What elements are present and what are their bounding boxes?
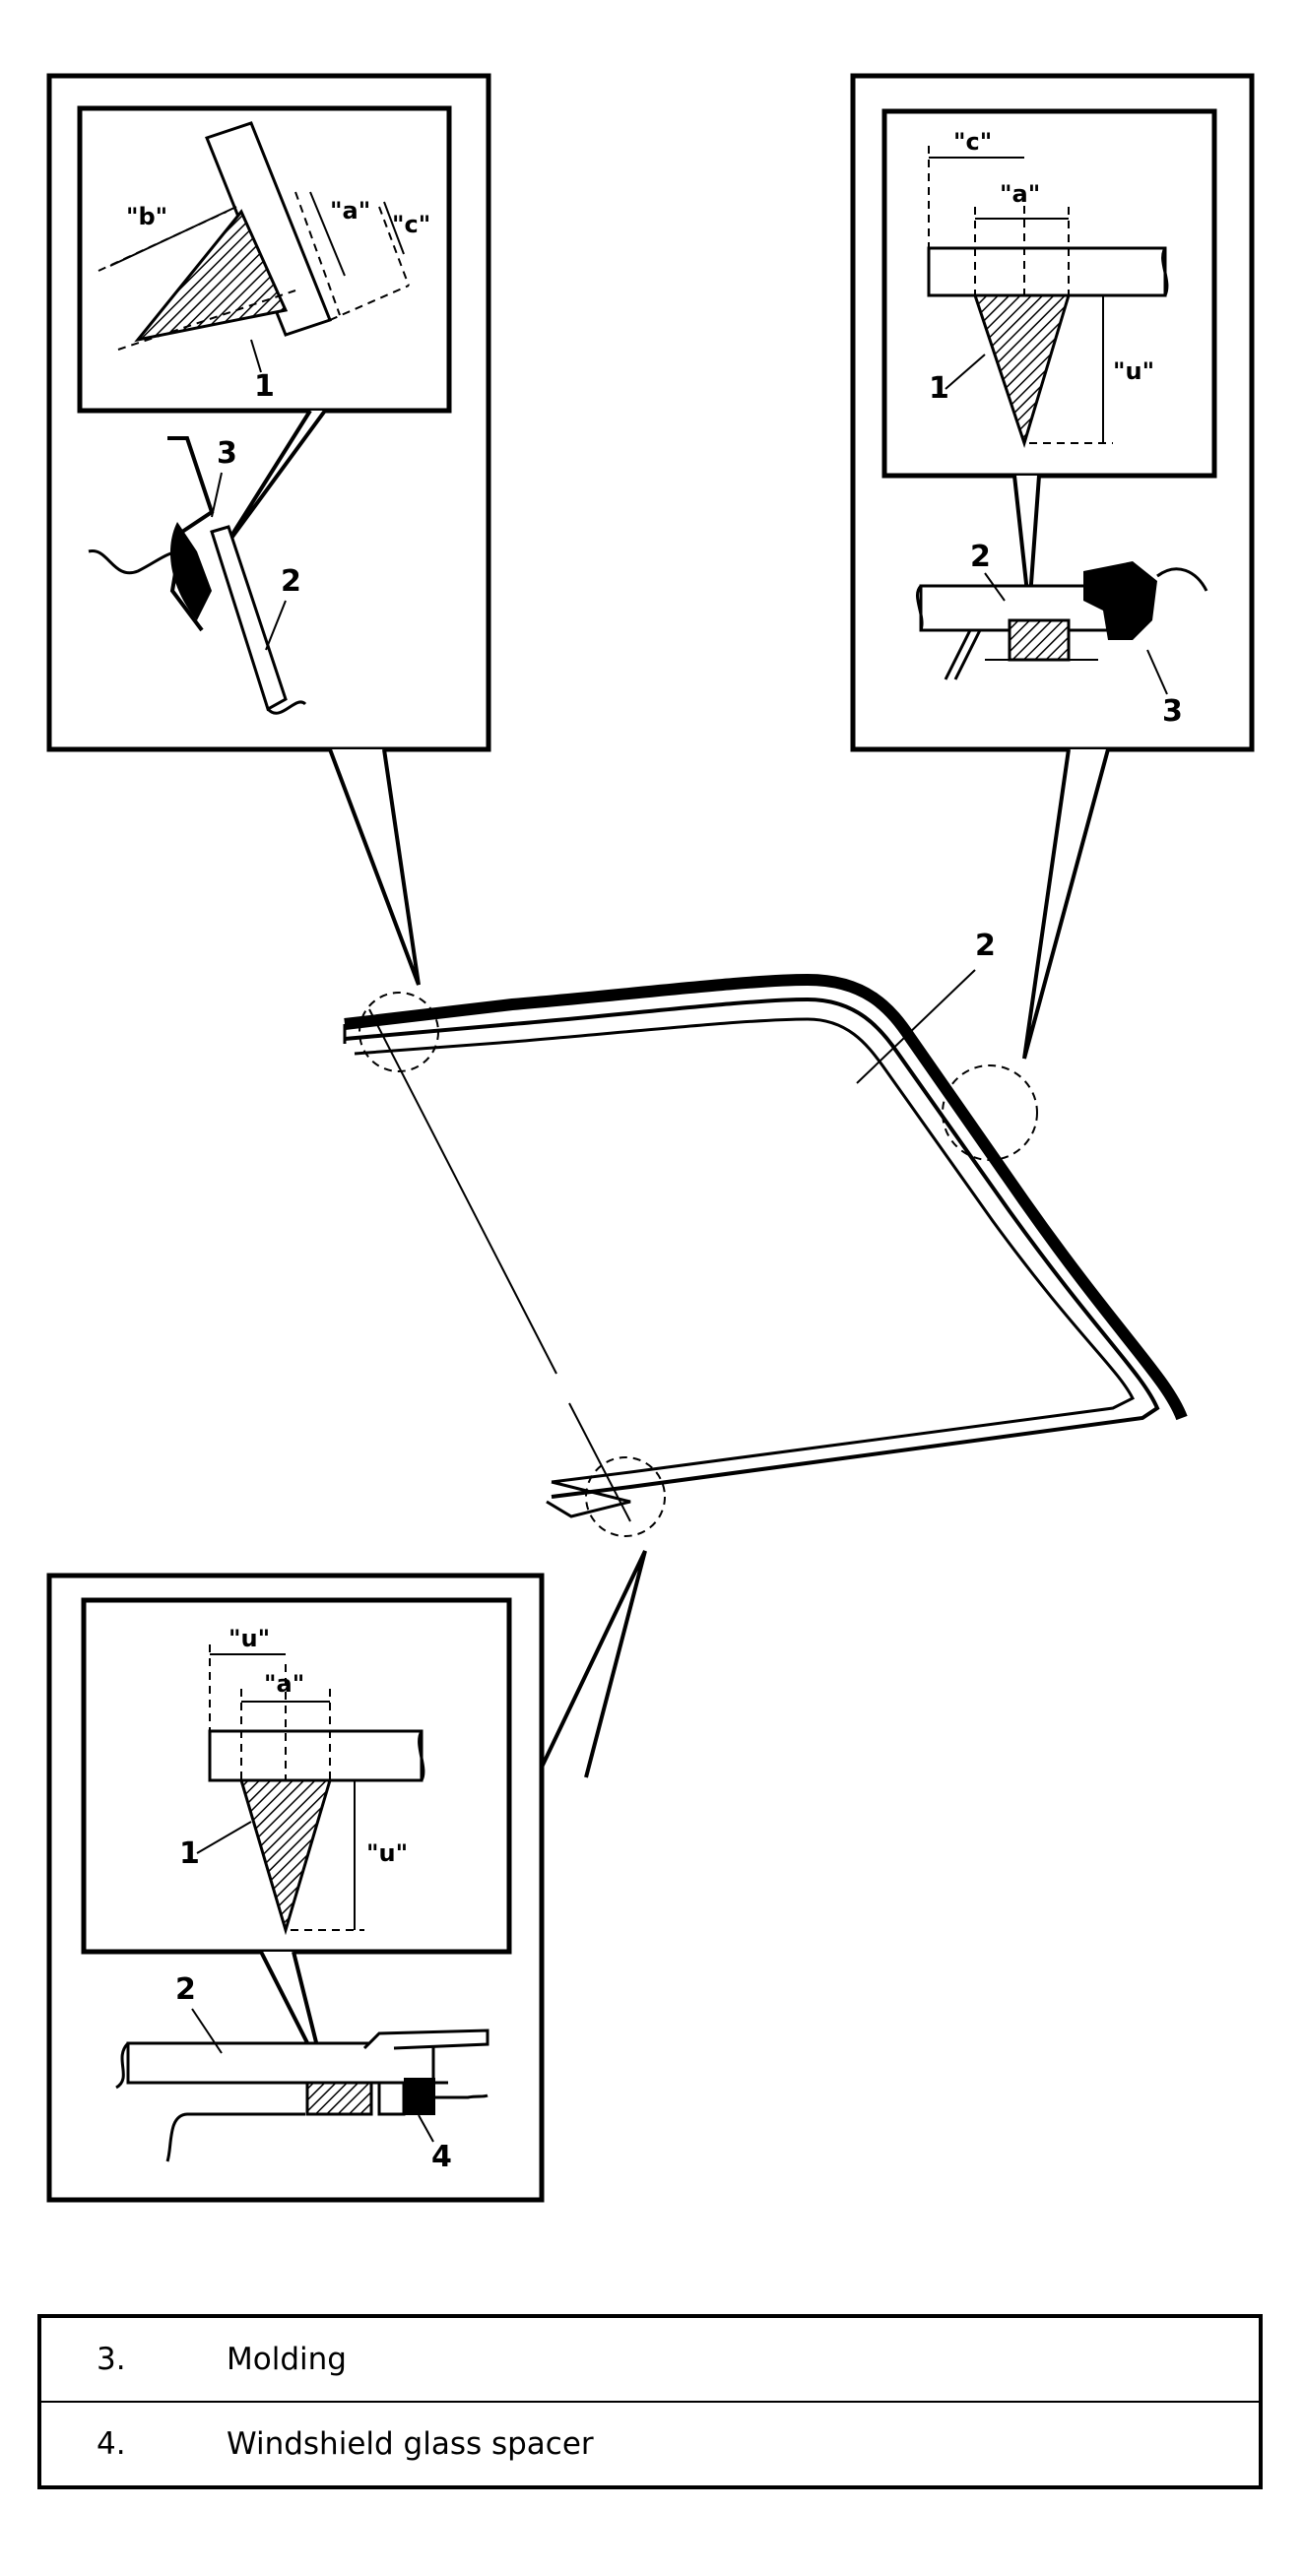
part-2: 2 — [281, 564, 301, 599]
callout-frame — [46, 73, 491, 752]
molding-piece — [1083, 561, 1157, 640]
part-4: 4 — [431, 2140, 452, 2174]
label-c: "c" — [953, 128, 992, 156]
label-c: "c" — [392, 211, 430, 238]
urethane-section — [1008, 618, 1071, 662]
legend-num: 4. — [39, 2401, 226, 2487]
label-u: "u" — [366, 1839, 408, 1867]
detail-circle-right — [942, 1064, 1038, 1161]
inset-frame — [77, 105, 452, 414]
callout-top-right: "c" "a" "u" 1 2 3 — [850, 73, 1255, 1060]
part-2: 2 — [175, 1972, 196, 2007]
inset-frame — [881, 108, 1217, 479]
label-b: "b" — [126, 203, 167, 230]
part-3: 3 — [1162, 694, 1183, 729]
part-1: 1 — [179, 1836, 200, 1871]
urethane-bead — [972, 293, 1072, 448]
callout-bottom-left: "u" "a" "u" 1 2 4 — [46, 1550, 647, 2203]
label-a: "a" — [264, 1670, 304, 1698]
label-a: "a" — [330, 197, 370, 225]
windshield-outline: 2 — [343, 929, 1188, 1537]
callout-top-left: "b" "a" "c" 1 3 2 — [46, 73, 491, 986]
inset-section — [98, 121, 410, 373]
callout-frame — [850, 73, 1255, 752]
label-u: "u" — [1113, 357, 1154, 385]
legend-text: Molding — [227, 2342, 347, 2377]
part-1: 1 — [929, 371, 949, 406]
legend-num: 3. — [97, 2342, 126, 2377]
legend-table: 3. Molding 4. Windshield glass spacer — [37, 2314, 1263, 2489]
urethane-bead — [134, 209, 289, 343]
detail-circle-top-left — [359, 992, 439, 1072]
label-u-top: "u" — [228, 1625, 270, 1652]
inset-frame — [81, 1597, 512, 1955]
legend-text: Windshield glass spacer — [226, 2401, 1261, 2487]
windshield-diagram: "b" "a" "c" 1 3 2 "c" — [46, 73, 1255, 2203]
table-row: 3. Molding — [39, 2316, 1261, 2402]
molding-section — [88, 436, 307, 715]
table-row: 4. Windshield glass spacer — [39, 2401, 1261, 2487]
detail-circle-bottom — [585, 1456, 666, 1537]
part-3: 3 — [217, 436, 237, 471]
part-2: 2 — [970, 540, 991, 574]
part-1: 1 — [254, 369, 275, 404]
part-2-main: 2 — [975, 929, 996, 963]
urethane-section — [305, 2081, 373, 2116]
label-a: "a" — [1000, 180, 1040, 208]
